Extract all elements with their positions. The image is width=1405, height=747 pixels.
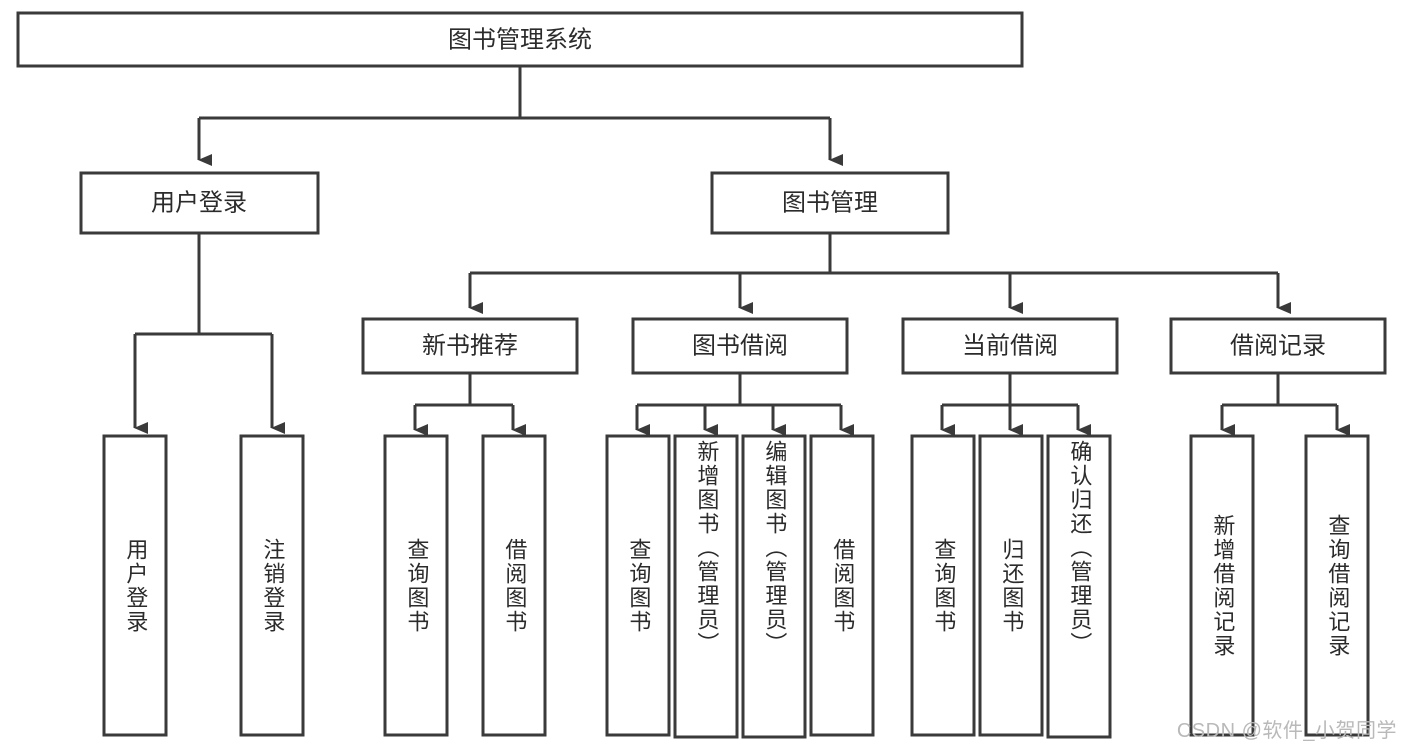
leaf-borrow-book-1-rect[interactable]	[481, 434, 547, 737]
csdn-watermark: CSDN @软件_小贺同学	[1176, 720, 1397, 742]
leaf-query-borrow-record-rect[interactable]	[1304, 434, 1370, 737]
leaf-user-logout-rect[interactable]	[239, 434, 305, 737]
leaf-add-book-admin-rect[interactable]	[673, 434, 739, 739]
node-user-login[interactable]: 用户登录	[79, 171, 320, 235]
node-current-borrow-label: 当前借阅	[962, 332, 1058, 359]
leaf-return-book-rect[interactable]	[978, 434, 1044, 737]
node-new-book-recommend-label: 新书推荐	[422, 332, 518, 359]
node-borrow-record-label: 借阅记录	[1230, 332, 1326, 359]
leaf-user-login-rect[interactable]	[102, 434, 168, 737]
node-new-book-recommend-rect[interactable]	[361, 317, 579, 375]
node-book-borrow-rect[interactable]	[631, 317, 849, 375]
node-book-borrow-label: 图书借阅	[692, 332, 788, 359]
node-book-manage[interactable]: 图书管理	[710, 171, 950, 235]
node-current-borrow[interactable]: 当前借阅	[901, 317, 1119, 375]
node-book-manage-label: 图书管理	[782, 189, 878, 216]
leaf-add-borrow-record-rect[interactable]	[1189, 434, 1255, 737]
node-root-rect[interactable]	[16, 11, 1024, 68]
leaf-confirm-return-admin-rect[interactable]	[1046, 434, 1112, 739]
node-user-login-label: 用户登录	[151, 189, 247, 216]
leaf-query-book-3-rect[interactable]	[910, 434, 976, 737]
node-borrow-record-rect[interactable]	[1169, 317, 1387, 375]
node-book-borrow[interactable]: 图书借阅	[631, 317, 849, 375]
leaf-query-book-2-rect[interactable]	[605, 434, 671, 737]
leaf-edit-book-admin-rect[interactable]	[741, 434, 807, 739]
node-borrow-record[interactable]: 借阅记录	[1169, 317, 1387, 375]
node-new-book-recommend[interactable]: 新书推荐	[361, 317, 579, 375]
node-current-borrow-rect[interactable]	[901, 317, 1119, 375]
node-root-label: 图书管理系统	[448, 26, 592, 53]
node-root[interactable]: 图书管理系统	[16, 11, 1024, 68]
leaf-query-book-1-rect[interactable]	[383, 434, 449, 737]
leaf-borrow-book-2-rect[interactable]	[809, 434, 875, 737]
node-book-manage-rect[interactable]	[710, 171, 950, 235]
